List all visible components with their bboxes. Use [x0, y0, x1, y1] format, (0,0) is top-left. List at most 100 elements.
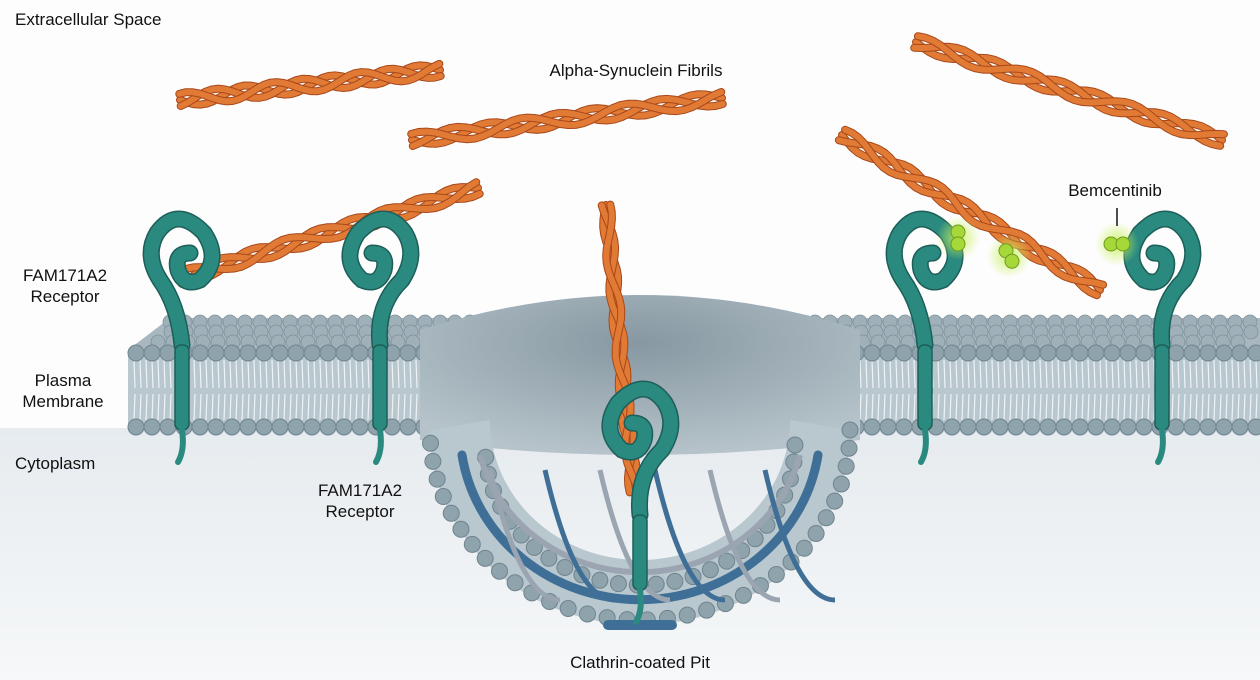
- lipid-head-outer: [1039, 344, 1057, 362]
- lipid-tail: [217, 359, 220, 389]
- lipid-tail: [871, 359, 874, 389]
- lipid-tail: [1213, 359, 1216, 389]
- plasma-membrane-label-line1: Plasma: [34, 371, 92, 390]
- lipid-tail: [283, 393, 286, 421]
- lipid-tail: [961, 393, 964, 421]
- pit-lipid-head-outer: [837, 457, 855, 475]
- lipid-tail: [397, 393, 400, 421]
- lipid-tail: [937, 359, 940, 389]
- lipid-tail: [151, 359, 154, 389]
- clathrin-triskelion: [652, 469, 726, 603]
- lipid-head-inner: [975, 418, 993, 436]
- pit-lipid-head-inner: [647, 575, 665, 593]
- drug-lobe: [1115, 236, 1131, 252]
- lipid-tail: [913, 393, 916, 421]
- lipid-tail: [1183, 359, 1186, 389]
- lipid-tail: [883, 359, 886, 389]
- fibril-strand: [835, 137, 1100, 299]
- lipid-tail: [133, 359, 136, 389]
- lipid-head-inner: [255, 418, 273, 436]
- pit-lipid-head-outer: [678, 606, 696, 624]
- fibril-strand: [408, 89, 725, 143]
- lipid-head-inner: [1231, 418, 1249, 436]
- lipid-tail: [859, 359, 862, 389]
- clathrin-coated-pit-label: Clathrin-coated Pit: [570, 653, 710, 672]
- lipid-tail: [169, 393, 172, 421]
- pit-lipid-head-outer: [476, 549, 494, 567]
- lipid-tail: [313, 359, 316, 389]
- lipid-tail: [1213, 393, 1216, 421]
- lipid-tail: [1069, 393, 1072, 421]
- fibril-strand: [177, 62, 443, 108]
- lipid-tail: [391, 359, 394, 389]
- receptor-tail: [373, 427, 384, 465]
- lipid-tail: [1087, 359, 1090, 389]
- lipid-head-outer: [143, 344, 161, 362]
- lipid-tail: [349, 393, 352, 421]
- lipid-head-inner: [303, 418, 321, 436]
- pit-lipid-head-inner: [540, 549, 558, 567]
- lipid-tail: [139, 393, 142, 421]
- lipid-tail: [1171, 359, 1174, 389]
- lipid-tail: [319, 359, 322, 389]
- lipid-head-outer: [303, 344, 321, 362]
- receptor-ectodomain: [1125, 212, 1200, 352]
- lipid-tail: [901, 393, 904, 421]
- pit-lipid-head-inner: [609, 575, 627, 593]
- lipid-tail: [313, 393, 316, 421]
- lipid-tail: [1237, 393, 1240, 421]
- lipid-tail: [1123, 393, 1126, 421]
- lipid-tail: [301, 359, 304, 389]
- lipid-tail: [1249, 393, 1252, 421]
- lipid-tail: [241, 359, 244, 389]
- fibril-strand: [175, 179, 480, 276]
- bemcentinib-molecule: [936, 216, 980, 260]
- lipid-tail: [283, 359, 286, 389]
- lipid-tail: [325, 393, 328, 421]
- lipid-head-inner: [1119, 418, 1137, 436]
- lipid-tail: [253, 393, 256, 421]
- lipid-tail: [1063, 393, 1066, 421]
- lipid-tail: [253, 359, 256, 389]
- lipid-tail: [271, 359, 274, 389]
- fibril-strand: [177, 184, 481, 282]
- drug-lobe: [1004, 253, 1020, 269]
- lipid-tail: [361, 359, 364, 389]
- plasma-membrane-label-line2: Membrane: [22, 392, 104, 411]
- fibril-strand: [178, 190, 483, 287]
- lipid-tail: [301, 393, 304, 421]
- lipid-head-inner: [1103, 418, 1121, 436]
- lipid-tail: [1135, 359, 1138, 389]
- lipid-tail: [1243, 393, 1246, 421]
- lipid-tail: [355, 359, 358, 389]
- lipid-tail: [133, 393, 136, 421]
- lipid-tail: [1231, 359, 1234, 389]
- bemcentinib-label: Bemcentinib: [1068, 181, 1162, 200]
- receptor-label-left: FAM171A2 Receptor: [10, 265, 120, 307]
- lipid-tail: [403, 393, 406, 421]
- fibril-strand: [409, 95, 726, 149]
- lipid-tail: [331, 393, 334, 421]
- lipid-tail: [289, 359, 292, 389]
- pit-lipid-head-inner: [718, 552, 736, 570]
- pit-lipid-head-outer: [832, 475, 850, 493]
- clathrin-triskelion: [542, 469, 616, 603]
- lipid-head-inner: [863, 418, 881, 436]
- lipid-tail: [901, 359, 904, 389]
- lipid-tail: [949, 393, 952, 421]
- pit-lipid-head-outer: [428, 470, 446, 488]
- lipid-tail: [1189, 393, 1192, 421]
- lipid-head-inner: [1071, 418, 1089, 436]
- lipid-head-inner: [1167, 418, 1185, 436]
- lipid-tail: [343, 359, 346, 389]
- lipid-head-outer: [271, 344, 289, 362]
- lipid-tail: [391, 393, 394, 421]
- lipid-head-inner: [1023, 418, 1041, 436]
- lipid-tail: [865, 359, 868, 389]
- lipid-tail: [367, 393, 370, 421]
- lipid-tail: [1135, 393, 1138, 421]
- lipid-head-inner: [191, 418, 209, 436]
- lipid-tail: [1057, 393, 1060, 421]
- lipid-head-outer: [879, 344, 897, 362]
